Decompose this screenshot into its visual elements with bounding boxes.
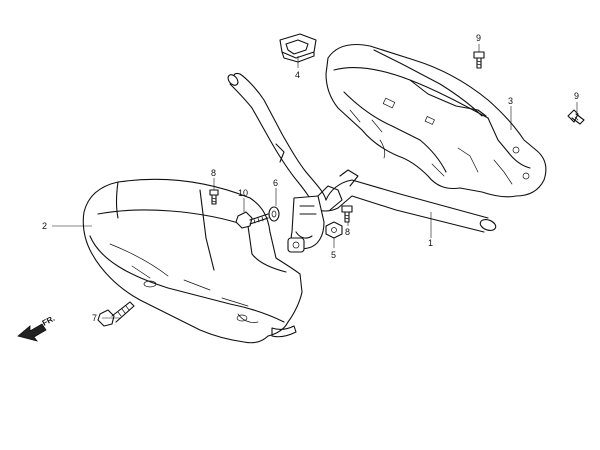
callout-9-top: 9 (476, 33, 481, 43)
front-label: FR. (41, 314, 57, 328)
screw-part-9-top (473, 51, 485, 69)
nut-part (325, 221, 343, 239)
screw-part-8-left (209, 189, 219, 205)
leader-lines (52, 44, 578, 319)
bolt-part-10 (235, 211, 269, 229)
callout-6: 6 (273, 178, 278, 188)
steering-handlebar (227, 72, 497, 253)
front-arrow-icon (17, 323, 47, 342)
front-direction-indicator: FR. (17, 314, 57, 342)
callout-5: 5 (331, 250, 336, 260)
collar-part (268, 206, 280, 222)
callout-7: 7 (92, 313, 97, 323)
callout-3: 3 (508, 96, 513, 106)
bolt-part-7 (97, 301, 135, 327)
screw-part-8-right (341, 205, 353, 223)
callout-9-right: 9 (574, 91, 579, 101)
clip-part (279, 33, 317, 63)
callout-4: 4 (295, 70, 300, 80)
callout-8-left: 8 (211, 168, 216, 178)
rear-handlebar-cover (325, 43, 547, 198)
callout-1: 1 (428, 238, 433, 248)
screw-part-9-right (567, 109, 585, 125)
callout-8-right: 8 (345, 227, 350, 237)
callout-10: 10 (238, 188, 248, 198)
callout-2: 2 (42, 221, 47, 231)
